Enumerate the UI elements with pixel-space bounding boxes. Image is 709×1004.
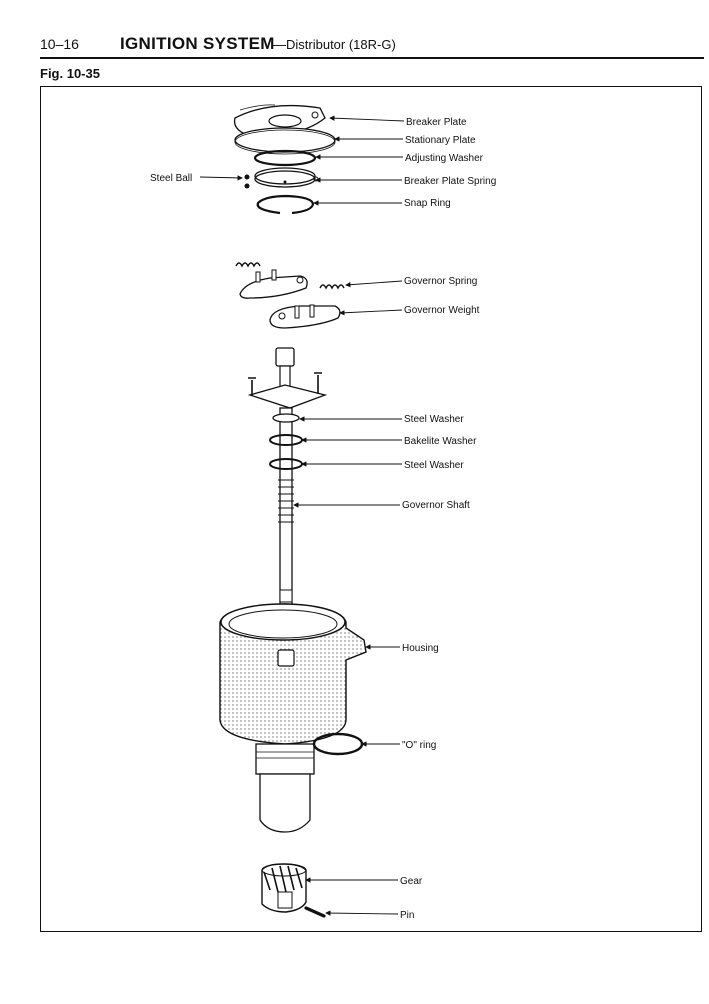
leader-lines — [199, 115, 405, 916]
stationary-plate-part — [234, 127, 336, 155]
callout-governor-weight: Governor Weight — [404, 305, 480, 316]
callout-steel-ball: Steel Ball — [150, 173, 192, 184]
title-dash: — — [272, 36, 286, 52]
callout-bakelite-washer: Bakelite Washer — [404, 436, 477, 447]
governor-shaft-part — [247, 347, 328, 609]
callout-adjusting-washer: Adjusting Washer — [405, 153, 484, 164]
callout-steel-washer-lower: Steel Washer — [404, 460, 464, 471]
callout-breaker-plate-spring: Breaker Plate Spring — [404, 176, 496, 187]
callout-stationary-plate: Stationary Plate — [405, 135, 476, 146]
callout-steel-washer-upper: Steel Washer — [404, 414, 464, 425]
governor-weight-lower-part — [269, 304, 341, 329]
adjusting-washer-part — [253, 149, 317, 167]
callout-governor-spring: Governor Spring — [404, 276, 477, 287]
callout-pin: Pin — [400, 910, 414, 921]
housing-part — [219, 603, 367, 833]
o-ring-part — [312, 732, 364, 756]
section-title: IGNITION SYSTEM — [120, 34, 275, 53]
page-header: 10–16 IGNITION SYSTEM — Distributor (18R… — [40, 34, 704, 58]
pin-part — [304, 906, 326, 918]
callout-snap-ring: Snap Ring — [404, 198, 451, 209]
callout-breaker-plate: Breaker Plate — [406, 117, 467, 128]
breaker-plate-spring-part — [254, 167, 316, 188]
callout-gear: Gear — [400, 876, 423, 887]
gear-part — [261, 863, 307, 913]
page-number: 10–16 — [40, 36, 79, 52]
header-rule — [40, 57, 704, 59]
figure-frame — [40, 86, 702, 932]
figure-label: Fig. 10-35 — [40, 66, 100, 81]
governor-weight-upper-part — [239, 269, 308, 299]
snap-ring-part — [256, 194, 315, 215]
section-subtitle: Distributor (18R-G) — [286, 37, 396, 52]
governor-spring-part — [235, 262, 345, 290]
steel-ball-part — [244, 174, 319, 189]
callout-governor-shaft: Governor Shaft — [402, 500, 470, 511]
callout-housing: Housing — [402, 643, 439, 654]
callout-o-ring: "O" ring — [402, 740, 436, 751]
steel-washer-upper-part — [272, 413, 300, 423]
